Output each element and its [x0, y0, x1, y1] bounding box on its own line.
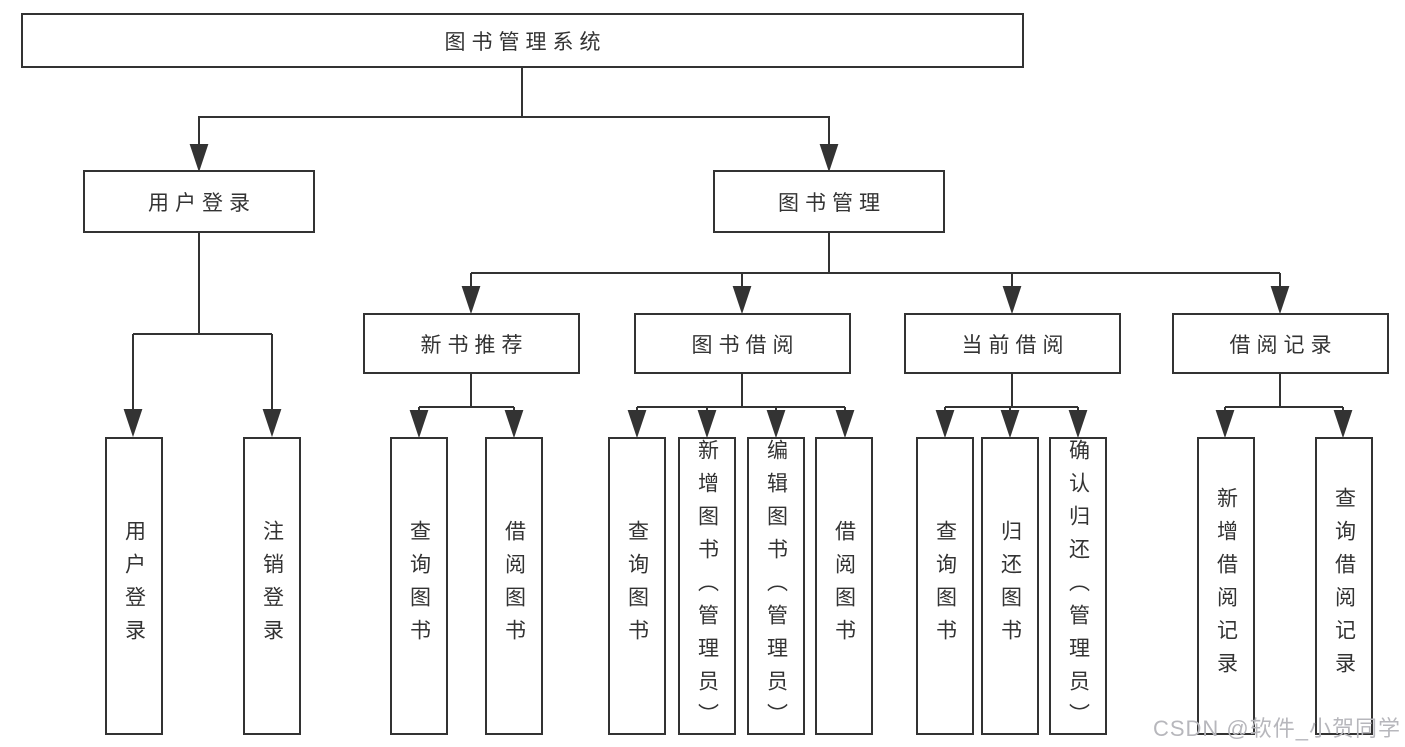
leaf-query-books: 查询图书	[608, 437, 666, 735]
leaf-label: 查询借阅记录	[1332, 487, 1356, 685]
arrowhead-icon	[262, 409, 282, 438]
arrowhead-icon	[835, 410, 855, 439]
leaf-user-login: 用户登录	[105, 437, 163, 735]
arrowhead-icon	[819, 144, 839, 173]
arrowhead-icon	[1215, 410, 1235, 439]
leaf-label: 查询图书	[933, 520, 957, 652]
leaf-return-books: 归还图书	[981, 437, 1039, 735]
node-user-login: 用户登录	[83, 170, 315, 233]
arrowhead-icon	[461, 286, 481, 315]
node-new-book-recommend: 新书推荐	[363, 313, 580, 374]
arrowhead-icon	[123, 409, 143, 438]
leaf-label: 新增图书（管理员）	[695, 439, 719, 736]
node-book-management: 图书管理	[713, 170, 945, 233]
leaf-edit-books-admin: 编辑图书（管理员）	[747, 437, 805, 736]
node-current-borrow: 当前借阅	[904, 313, 1121, 374]
arrowhead-icon	[1333, 410, 1353, 439]
leaf-borrow-books: 借阅图书	[815, 437, 873, 735]
leaf-label: 查询图书	[407, 520, 431, 652]
arrowhead-icon	[697, 410, 717, 439]
leaf-query-borrow-record: 查询借阅记录	[1315, 437, 1373, 735]
leaf-label: 用户登录	[122, 520, 146, 652]
leaf-label: 注销登录	[260, 520, 284, 652]
arrowhead-icon	[409, 410, 429, 439]
arrowhead-icon	[766, 410, 786, 439]
arrowhead-icon	[1270, 286, 1290, 315]
leaf-query-books: 查询图书	[916, 437, 974, 735]
leaf-borrow-books: 借阅图书	[485, 437, 543, 735]
leaf-add-borrow-record: 新增借阅记录	[1197, 437, 1255, 735]
leaf-label: 编辑图书（管理员）	[764, 439, 788, 736]
leaf-add-books-admin: 新增图书（管理员）	[678, 437, 736, 736]
arrowhead-icon	[1002, 286, 1022, 315]
arrowhead-icon	[935, 410, 955, 439]
arrowhead-icon	[504, 410, 524, 439]
arrowhead-icon	[189, 144, 209, 173]
arrowhead-icon	[627, 410, 647, 439]
leaf-label: 借阅图书	[832, 520, 856, 652]
node-root-system: 图书管理系统	[21, 13, 1024, 68]
arrowhead-icon	[1000, 410, 1020, 439]
leaf-logout: 注销登录	[243, 437, 301, 735]
leaf-label: 借阅图书	[502, 520, 526, 652]
node-borrow-records: 借阅记录	[1172, 313, 1389, 374]
arrowhead-icon	[1068, 410, 1088, 439]
leaf-label: 新增借阅记录	[1214, 487, 1238, 685]
leaf-label: 归还图书	[998, 520, 1022, 652]
node-book-borrow: 图书借阅	[634, 313, 851, 374]
watermark-text: CSDN @软件_小贺同学	[1152, 716, 1401, 741]
leaf-label: 确认归还（管理员）	[1066, 439, 1090, 736]
leaf-confirm-return-admin: 确认归还（管理员）	[1049, 437, 1107, 736]
leaf-query-books: 查询图书	[390, 437, 448, 735]
leaf-label: 查询图书	[625, 520, 649, 652]
arrowhead-icon	[732, 286, 752, 315]
